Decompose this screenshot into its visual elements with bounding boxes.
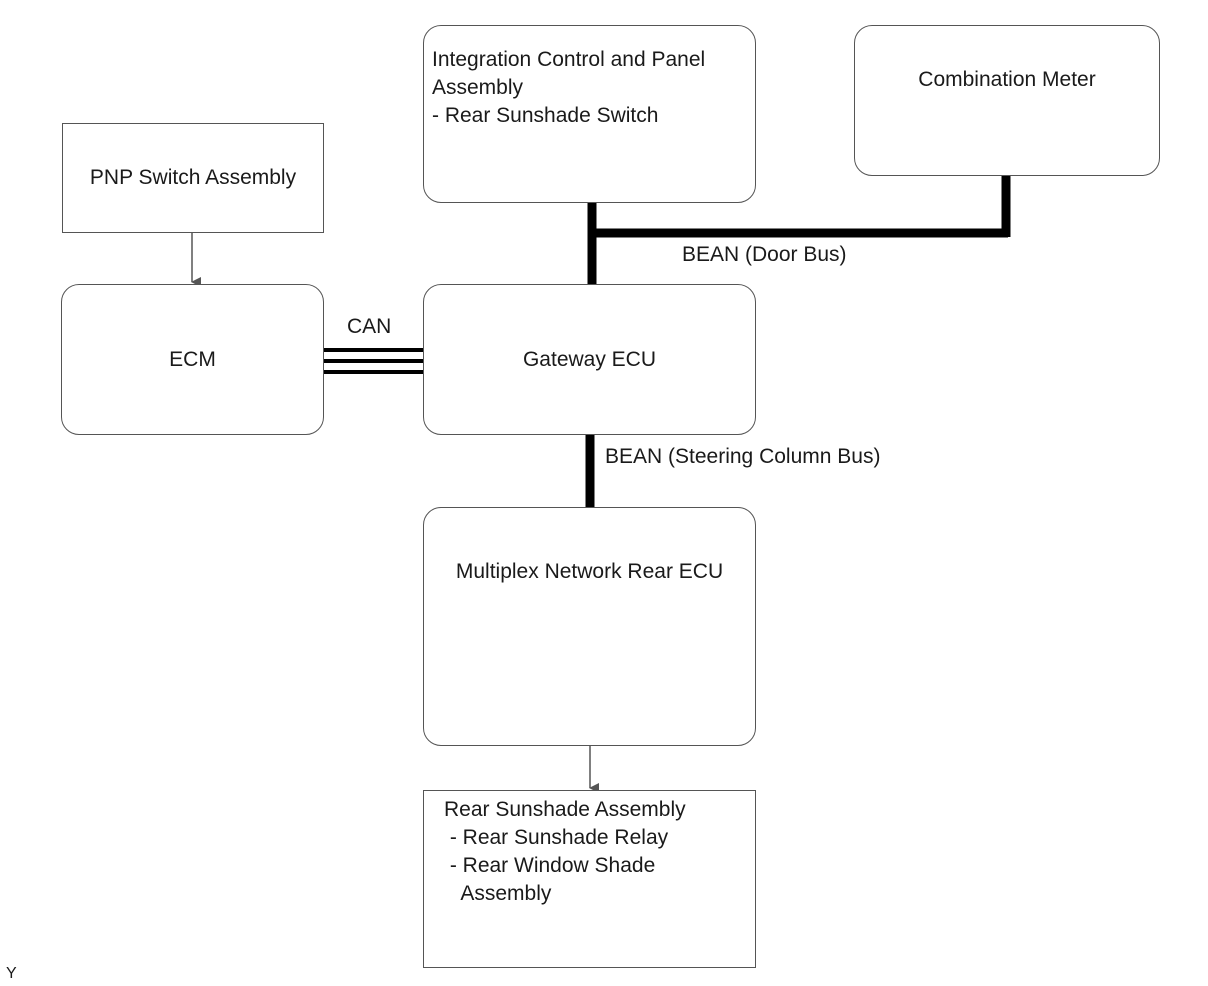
integration-control-box: Integration Control and Panel Assembly -…: [423, 25, 756, 203]
gateway-ecu-label: Gateway ECU: [522, 347, 657, 371]
pnp-switch-box: PNP Switch Assembly: [62, 123, 324, 233]
sunshade-line-4: Assembly: [444, 882, 552, 905]
combination-meter-label: Combination Meter: [918, 68, 1096, 91]
combination-meter-box: Combination Meter: [854, 25, 1160, 176]
sunshade-line-3: - Rear Window Shade: [444, 854, 656, 877]
integration-line-3: - Rear Sunshade Switch: [432, 104, 659, 127]
multiplex-ecu-box: Multiplex Network Rear ECU: [423, 507, 756, 746]
can-label: CAN: [347, 315, 392, 338]
ecm-label: ECM: [169, 347, 216, 371]
rear-sunshade-box: Rear Sunshade Assembly - Rear Sunshade R…: [423, 790, 756, 968]
pnp-switch-label: PNP Switch Assembly: [89, 166, 297, 189]
sunshade-line-2: - Rear Sunshade Relay: [444, 826, 669, 849]
figure-code: Y: [6, 965, 17, 982]
integration-line-2: Assembly: [432, 76, 524, 99]
gateway-ecu-box: Gateway ECU: [423, 284, 756, 435]
bean-door-label: BEAN (Door Bus): [682, 243, 847, 266]
multiplex-ecu-label: Multiplex Network Rear ECU: [455, 560, 724, 583]
bean-steering-label: BEAN (Steering Column Bus): [605, 445, 881, 468]
sunshade-line-1: Rear Sunshade Assembly: [444, 798, 686, 821]
integration-line-1: Integration Control and Panel: [432, 48, 706, 71]
ecm-box: ECM: [61, 284, 324, 435]
